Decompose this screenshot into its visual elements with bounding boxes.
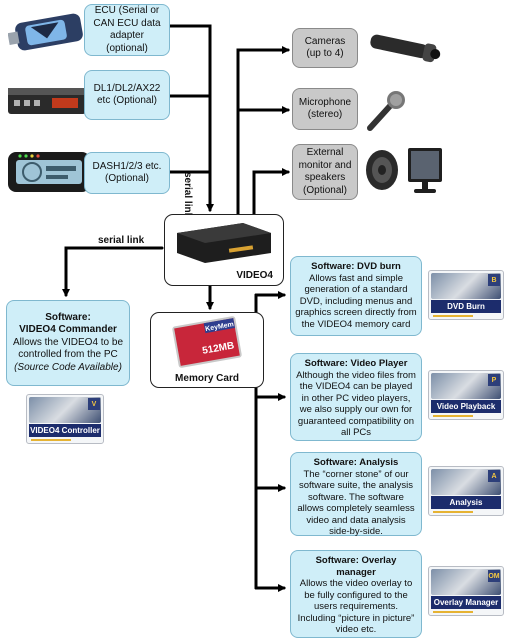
software-video-player-desc: Although the video files from the VIDEO4… bbox=[296, 370, 416, 439]
commander-box: Software: VIDEO4 Commander Allows the VI… bbox=[6, 300, 130, 386]
data-logger-icon bbox=[4, 80, 92, 120]
software-video-player-title: Software: Video Player bbox=[295, 358, 417, 370]
software-dvd-burn-desc: Allows fast and simple generation of a s… bbox=[295, 273, 416, 330]
video-playback-badge-icon: P bbox=[488, 374, 500, 386]
memory-card-box: KeyMem 512MB Memory Card bbox=[150, 312, 264, 388]
analysis-badge-icon: A bbox=[488, 470, 500, 482]
monitor-icon bbox=[404, 144, 446, 196]
dash-display-box: DASH1/2/3 etc. (Optional) bbox=[84, 152, 170, 194]
thumbnail-footer-bar bbox=[433, 415, 473, 417]
analysis-thumbnail: A Analysis bbox=[428, 466, 504, 516]
software-analysis-title: Software: Analysis bbox=[295, 457, 417, 469]
commander-title-1: Software: bbox=[45, 312, 91, 325]
thumbnail-footer-bar bbox=[433, 315, 473, 317]
video-playback-thumbnail-caption: Video Playback bbox=[431, 400, 501, 413]
microphone-label: Microphone (stereo) bbox=[297, 97, 353, 122]
software-dvd-burn-title: Software: DVD burn bbox=[295, 261, 417, 273]
overlay-manager-thumbnail: OM Overlay Manager bbox=[428, 566, 504, 616]
memory-card-label: Memory Card bbox=[151, 373, 263, 384]
software-overlay-manager-box: Software: Overlay manager Allows the vid… bbox=[290, 550, 422, 638]
microphone-box: Microphone (stereo) bbox=[292, 88, 358, 130]
commander-badge-icon: V bbox=[88, 398, 100, 410]
ecu-adapter-box: ECU (Serial or CAN ECU data adapter (opt… bbox=[84, 4, 170, 56]
microphone-icon bbox=[364, 90, 410, 132]
commander-thumbnail: V VIDEO4 Controller bbox=[26, 394, 104, 444]
video4-box: VIDEO4 bbox=[164, 214, 284, 286]
dvd-burn-thumbnail-caption: DVD Burn bbox=[431, 300, 501, 313]
memory-card-icon: KeyMem 512MB bbox=[167, 315, 247, 369]
cameras-box: Cameras (up to 4) bbox=[292, 28, 358, 68]
dvd-burn-thumbnail: B DVD Burn bbox=[428, 270, 504, 320]
serial-link-horizontal-label: serial link bbox=[98, 235, 144, 246]
analysis-thumbnail-caption: Analysis bbox=[431, 496, 501, 509]
video-playback-thumbnail: P Video Playback bbox=[428, 370, 504, 420]
software-analysis-box: Software: Analysis The “corner stone” of… bbox=[290, 452, 422, 536]
serial-link-vertical-label: serial link bbox=[182, 172, 193, 218]
dash-display-label: DASH1/2/3 etc. (Optional) bbox=[89, 161, 165, 186]
commander-title-2: VIDEO4 Commander bbox=[19, 324, 117, 337]
software-dvd-burn-box: Software: DVD burn Allows fast and simpl… bbox=[290, 256, 422, 336]
commander-desc: Allows the VIDEO4 to be controlled from … bbox=[11, 337, 125, 362]
data-logger-label: DL1/DL2/AX22 etc (Optional) bbox=[89, 83, 165, 108]
thumbnail-footer-bar bbox=[433, 511, 473, 513]
software-overlay-manager-desc: Allows the video overlay to be fully con… bbox=[298, 578, 415, 635]
ecu-adapter-icon bbox=[8, 8, 90, 56]
monitor-label: External monitor and speakers (Optional) bbox=[297, 147, 353, 197]
thumbnail-footer-bar bbox=[433, 611, 473, 613]
cameras-label: Cameras (up to 4) bbox=[297, 36, 353, 61]
overlay-manager-thumbnail-caption: Overlay Manager bbox=[431, 596, 501, 609]
software-video-player-box: Software: Video Player Although the vide… bbox=[290, 353, 422, 441]
thumbnail-footer-bar bbox=[31, 439, 71, 441]
overlay-manager-badge-icon: OM bbox=[488, 570, 500, 582]
video4-device-icon bbox=[171, 219, 275, 267]
speaker-icon bbox=[362, 146, 402, 194]
software-overlay-manager-title: Software: Overlay manager bbox=[295, 555, 417, 578]
data-logger-box: DL1/DL2/AX22 etc (Optional) bbox=[84, 70, 170, 120]
software-analysis-desc: The “corner stone” of our software suite… bbox=[297, 469, 414, 538]
camera-icon bbox=[362, 30, 442, 64]
dvd-burn-badge-icon: B bbox=[488, 274, 500, 286]
commander-thumbnail-caption: VIDEO4 Controller bbox=[29, 424, 101, 437]
ecu-adapter-label: ECU (Serial or CAN ECU data adapter (opt… bbox=[89, 5, 165, 55]
dash-display-icon bbox=[6, 148, 92, 196]
commander-note: (Source Code Available) bbox=[14, 362, 122, 375]
video4-label: VIDEO4 bbox=[236, 270, 273, 281]
monitor-box: External monitor and speakers (Optional) bbox=[292, 144, 358, 200]
